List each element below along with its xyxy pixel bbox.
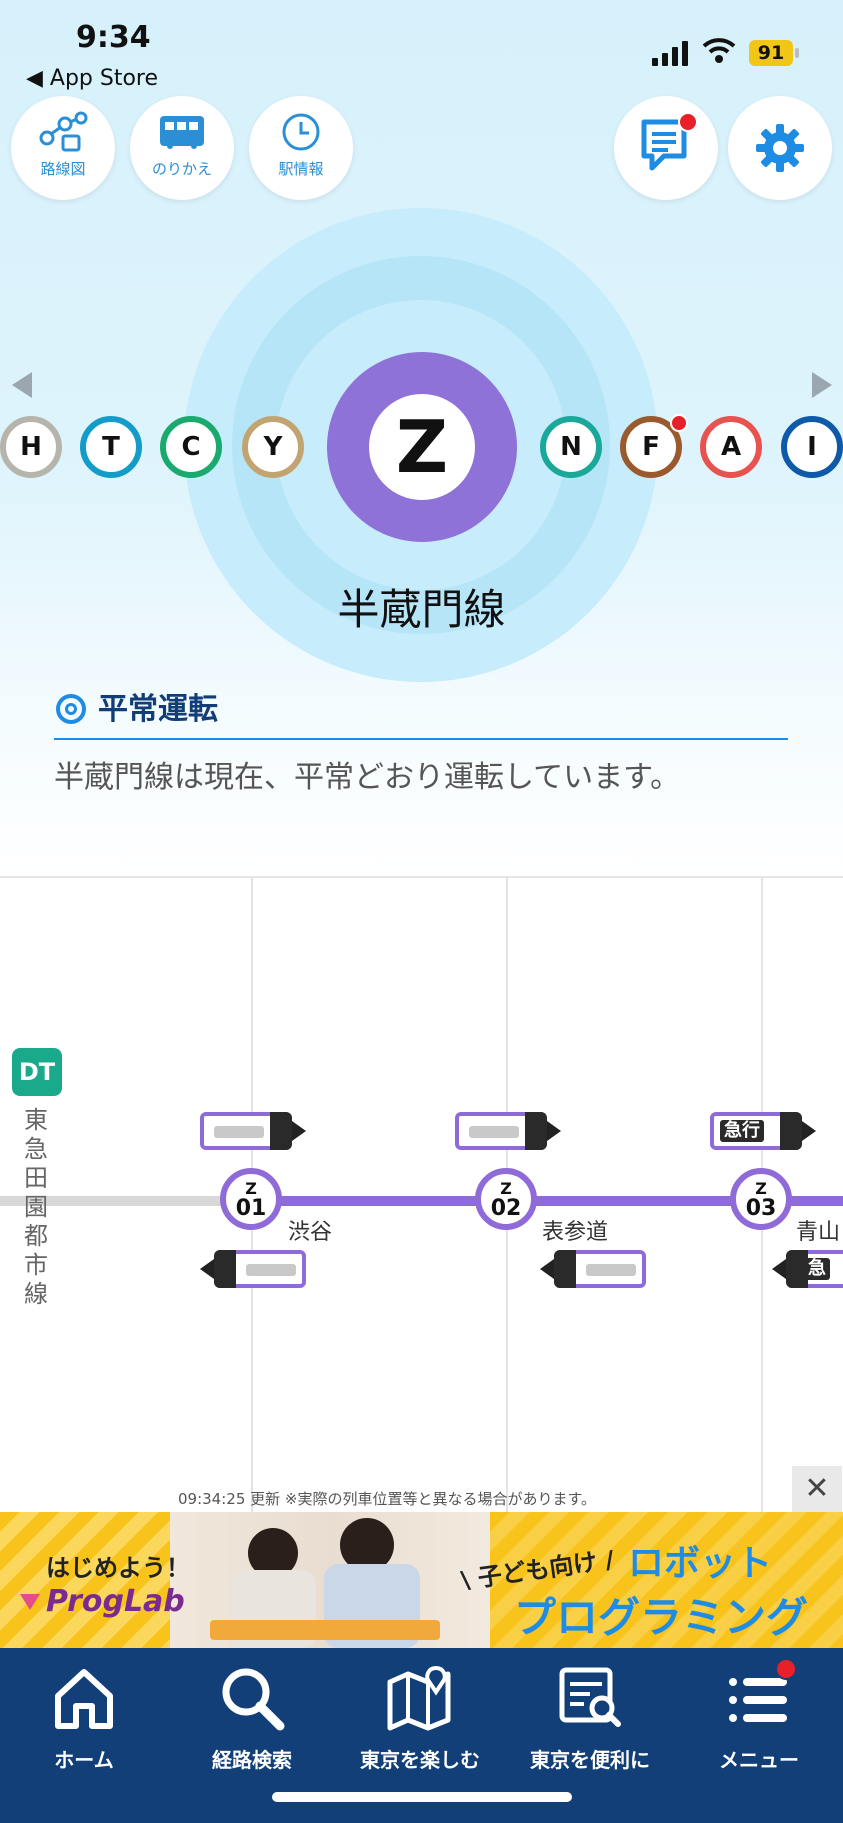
- nav-home-label: ホーム: [54, 1748, 114, 1772]
- wifi-icon: [702, 38, 736, 63]
- document-search-icon: [559, 1667, 621, 1727]
- ad-stripes: [490, 1512, 843, 1648]
- train-southbound[interactable]: [554, 1250, 646, 1288]
- proglab-logo-icon: [20, 1594, 40, 1610]
- line-button-i[interactable]: I: [781, 416, 843, 478]
- train-position-map[interactable]: [0, 876, 843, 1514]
- transfer-label: のりかえ: [151, 160, 212, 178]
- connecting-line-code: DT: [12, 1048, 62, 1096]
- bottom-navigation: ホーム 経路検索 東京を楽しむ 東京を便利に: [0, 1648, 843, 1823]
- previous-line-arrow[interactable]: [12, 372, 32, 398]
- status-title: 平常運転: [98, 692, 218, 727]
- station-code-prefix: Z: [755, 1179, 767, 1198]
- menu-notification-dot: [775, 1658, 797, 1680]
- ad-photo: [170, 1512, 490, 1648]
- line-button-c[interactable]: C: [160, 416, 222, 478]
- nav-route-search-label: 経路検索: [212, 1748, 292, 1772]
- line-button-n[interactable]: N: [540, 416, 602, 478]
- line-name: 半蔵門線: [337, 585, 506, 634]
- station-name-shibuya[interactable]: 渋谷: [288, 1220, 333, 1245]
- settings-button[interactable]: [728, 96, 832, 200]
- express-label: 急行: [720, 1120, 764, 1142]
- station-z03[interactable]: Z 03: [730, 1168, 792, 1230]
- station-z01[interactable]: Z 01: [220, 1168, 282, 1230]
- line-button-y[interactable]: Y: [242, 416, 304, 478]
- nav-convenient-tokyo[interactable]: 東京を便利に: [506, 1648, 674, 1778]
- nav-convenient-tokyo-label: 東京を便利に: [530, 1748, 650, 1772]
- normal-operation-icon: [56, 694, 86, 724]
- train-southbound[interactable]: [214, 1250, 306, 1288]
- notification-dot: [678, 112, 698, 132]
- update-note: 09:34:25 更新 ※実際の列車位置等と異なる場合があります。: [178, 1490, 596, 1508]
- station-info-label: 駅情報: [278, 160, 324, 178]
- route-map-label: 路線図: [40, 160, 86, 178]
- station-number: 02: [490, 1196, 522, 1221]
- selected-line-badge[interactable]: Z: [327, 352, 517, 542]
- express-label-partial: 急: [804, 1258, 830, 1280]
- direction-right-arrow: [292, 1121, 306, 1141]
- direction-left-arrow: [772, 1259, 786, 1279]
- status-message: 半蔵門線は現在、平常どおり運転しています。: [54, 760, 681, 795]
- direction-right-arrow: [547, 1121, 561, 1141]
- status-divider: [54, 738, 788, 740]
- train-northbound[interactable]: [200, 1112, 292, 1150]
- express-train-northbound[interactable]: 急行: [710, 1112, 802, 1150]
- map-pin-icon: [387, 1665, 451, 1731]
- ad-title-programming: プログラミング: [514, 1593, 809, 1642]
- nav-menu-label: メニュー: [719, 1748, 799, 1772]
- cellular-signal-icon: [652, 38, 692, 66]
- station-code-prefix: Z: [500, 1179, 512, 1198]
- hanzomon-line-track: [250, 1196, 843, 1206]
- menu-icon: [729, 1678, 787, 1722]
- nav-enjoy-tokyo[interactable]: 東京を楽しむ: [336, 1648, 504, 1778]
- station-name-omotesando[interactable]: 表参道: [542, 1220, 609, 1245]
- next-line-arrow[interactable]: [812, 372, 832, 398]
- nav-menu[interactable]: メニュー: [675, 1648, 843, 1778]
- nav-home[interactable]: ホーム: [0, 1648, 168, 1778]
- direction-left-arrow: [200, 1259, 214, 1279]
- line-button-t[interactable]: T: [80, 416, 142, 478]
- express-train-southbound[interactable]: 急: [786, 1250, 843, 1288]
- ad-banner[interactable]: はじめよう！ ProgLab \ 子ども向け / ロボット プログラミング: [0, 1512, 843, 1648]
- direction-left-arrow: [540, 1259, 554, 1279]
- route-map-button[interactable]: 路線図: [11, 96, 115, 200]
- ad-brand: ProgLab: [46, 1584, 185, 1619]
- line-f-alert-dot: [670, 414, 688, 432]
- line-button-a[interactable]: A: [700, 416, 762, 478]
- nav-route-search[interactable]: 経路検索: [168, 1648, 336, 1778]
- station-code-prefix: Z: [245, 1179, 257, 1198]
- station-number: 03: [745, 1196, 777, 1221]
- home-indicator: [272, 1792, 572, 1802]
- ad-headline: はじめよう！: [46, 1554, 190, 1582]
- selected-line-letter: Z: [369, 394, 475, 500]
- back-to-app-store-link[interactable]: ◀ App Store: [26, 66, 159, 91]
- station-info-button[interactable]: 駅情報: [249, 96, 353, 200]
- close-ad-button[interactable]: ✕: [792, 1466, 842, 1512]
- station-number: 01: [235, 1196, 267, 1221]
- notifications-button[interactable]: [614, 96, 718, 200]
- search-icon: [222, 1668, 285, 1731]
- battery-tip: [795, 48, 799, 58]
- nav-enjoy-tokyo-label: 東京を楽しむ: [360, 1748, 480, 1772]
- transfer-train-icon: [160, 116, 204, 149]
- home-icon: [55, 1669, 113, 1729]
- connecting-line-track: [0, 1196, 232, 1206]
- station-name-aoyama[interactable]: 青山: [796, 1220, 841, 1245]
- ad-title-robot: ロボット: [628, 1543, 773, 1584]
- clock-icon: [282, 113, 320, 151]
- transfer-button[interactable]: のりかえ: [130, 96, 234, 200]
- gear-icon: [756, 124, 804, 172]
- status-time: 9:34: [76, 20, 151, 55]
- line-button-h[interactable]: H: [0, 416, 62, 478]
- direction-right-arrow: [802, 1121, 816, 1141]
- train-northbound[interactable]: [455, 1112, 547, 1150]
- route-map-icon: [39, 111, 88, 152]
- ad-stripes: [0, 1512, 170, 1648]
- station-z02[interactable]: Z 02: [475, 1168, 537, 1230]
- connecting-line-name: 東急田園都市線: [24, 1106, 48, 1308]
- battery-indicator: 91: [749, 40, 793, 66]
